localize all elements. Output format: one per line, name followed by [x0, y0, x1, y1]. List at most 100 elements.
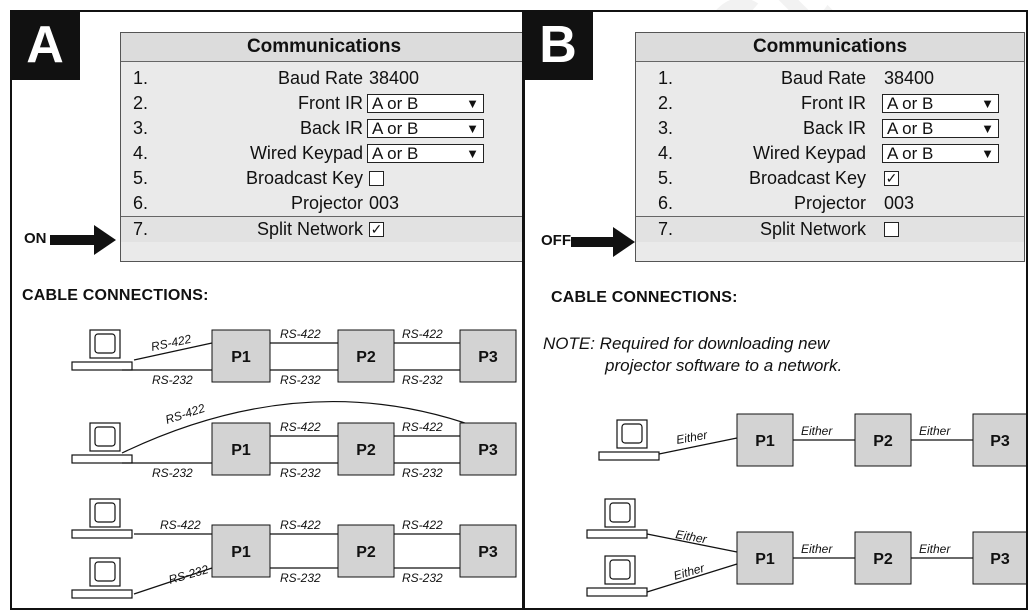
dropdown-value: A or B [372, 94, 419, 113]
baud-rate-value: 38400 [884, 68, 935, 88]
menu-row-split-network[interactable]: 7. Split Network ✓ [121, 216, 522, 242]
projector-label: P2 [356, 442, 376, 459]
menu-row-wired-keypad[interactable]: 4. Wired Keypad A or B ▼ [636, 141, 1024, 166]
row-label: Front IR [297, 93, 363, 113]
dropdown-value: A or B [372, 119, 419, 138]
wired-keypad-dropdown[interactable]: A or B▼ [367, 144, 484, 163]
cable-label: RS-422 [150, 332, 193, 354]
cable-label: RS-232 [402, 466, 443, 480]
row-number: 3. [133, 118, 149, 138]
cable-label: Either [801, 424, 833, 438]
cable-label: RS-422 [280, 420, 321, 434]
row-number: 2. [133, 93, 149, 113]
projector-box [736, 531, 794, 585]
row-label: Wired Keypad [249, 143, 363, 163]
projector-label: P1 [755, 551, 775, 568]
split-network-checkbox[interactable]: ✓ [369, 221, 384, 237]
projector-value: 003 [884, 193, 915, 213]
menu-row-back-ir[interactable]: 3. Back IR A or B▼ [121, 116, 522, 141]
projector-box [972, 531, 1026, 585]
dropdown-value: A or B [887, 144, 934, 163]
projector-label: P1 [231, 349, 251, 366]
menu-row-split-network[interactable]: 7. Split Network [636, 216, 1024, 242]
menu-row-projector[interactable]: 6. Projector 003 [121, 191, 522, 216]
row-label: Split Network [256, 219, 363, 239]
on-label: ON [24, 230, 47, 247]
note-line-2: projector software to a network. [605, 356, 843, 375]
cable-label: RS-232 [167, 562, 210, 587]
projector-box [211, 329, 271, 383]
projector-box [337, 329, 395, 383]
cable-label: Either [672, 561, 707, 583]
projector-label: P2 [873, 551, 893, 568]
panel-a-badge: A [12, 12, 80, 80]
projector-label: P3 [990, 551, 1010, 568]
cable-diagram-a: P1 P2 P3 P1 P2 P3 P1 P2 P3 RS-422 RS-232… [71, 327, 517, 599]
note-line-1: NOTE: Required for downloading new [543, 334, 830, 353]
row-number: 3. [658, 118, 674, 138]
row-number: 4. [133, 143, 149, 163]
broadcast-key-checkbox[interactable] [369, 171, 384, 186]
dropdown-arrow-icon: ▼ [981, 96, 994, 111]
dropdown-arrow-icon: ▼ [466, 96, 479, 111]
back-ir-dropdown[interactable]: A or B ▼ [367, 119, 484, 138]
cable-label: RS-422 [280, 518, 321, 532]
row-number: 6. [658, 193, 674, 213]
dropdown-value: A or B [887, 119, 934, 138]
dropdown-arrow-icon: ▼ [466, 121, 479, 136]
cable-label: RS-232 [402, 373, 443, 387]
row-number: 2. [658, 93, 674, 113]
communications-menu-b: Communications 1. Baud Rate 38400 2. Fro… [635, 32, 1025, 262]
back-ir-dropdown[interactable]: A or B▼ [882, 119, 999, 138]
row-number: 6. [133, 193, 149, 213]
projector-box [337, 524, 395, 578]
front-ir-dropdown[interactable]: A or B ▼ [367, 94, 484, 113]
menu-row-back-ir[interactable]: 3. Back IR A or B▼ [636, 116, 1024, 141]
cable-label: Either [919, 542, 951, 556]
menu-row-broadcast-key[interactable]: 5. Broadcast Key [121, 166, 522, 191]
projector-label: P2 [356, 349, 376, 366]
row-label: Wired Keypad [752, 143, 866, 163]
cable-label: RS-232 [152, 466, 193, 480]
row-label: Baud Rate [780, 68, 866, 88]
projector-value: 003 [369, 193, 400, 213]
row-number: 4. [658, 143, 674, 163]
row-number: 1. [133, 68, 149, 88]
panel-b: B Communications 1. Baud Rate 38400 2. F… [523, 10, 1028, 610]
cable-label: RS-422 [402, 327, 443, 341]
menu-row-wired-keypad[interactable]: 4. Wired Keypad A or B▼ [121, 141, 522, 166]
cable-label: RS-232 [280, 571, 321, 585]
menu-row-broadcast-key[interactable]: 5. Broadcast Key ✓ [636, 166, 1024, 191]
menu-row-baud-rate[interactable]: 1. Baud Rate 38400 [121, 66, 522, 91]
cable-diagram-b: P1 P2 P3 P1 P2 P3 Either Either Either E… [586, 413, 1026, 597]
cable-label: Either [919, 424, 951, 438]
projector-label: P2 [356, 544, 376, 561]
projector-box [459, 422, 517, 476]
row-label: Projector [290, 193, 363, 213]
wired-keypad-dropdown[interactable]: A or B ▼ [882, 144, 999, 163]
cable-label: RS-422 [164, 401, 207, 427]
cable-label: Either [801, 542, 833, 556]
row-number: 5. [133, 168, 149, 188]
menu-title: Communications [636, 33, 1024, 62]
menu-row-projector[interactable]: 6. Projector 003 [636, 191, 1024, 216]
front-ir-dropdown[interactable]: A or B▼ [882, 94, 999, 113]
projector-label: P1 [231, 442, 251, 459]
row-number: 1. [658, 68, 674, 88]
projector-label: P1 [231, 544, 251, 561]
projector-box [337, 422, 395, 476]
menu-row-baud-rate[interactable]: 1. Baud Rate 38400 [636, 66, 1024, 91]
menu-row-front-ir[interactable]: 2. Front IR A or B ▼ [121, 91, 522, 116]
baud-rate-value: 38400 [369, 68, 420, 88]
broadcast-key-checkbox[interactable]: ✓ [884, 170, 899, 186]
projector-box [972, 413, 1026, 467]
row-label: Projector [793, 193, 866, 213]
dropdown-arrow-icon: ▼ [981, 146, 994, 161]
menu-row-front-ir[interactable]: 2. Front IR A or B▼ [636, 91, 1024, 116]
panel-b-badge: B [525, 12, 593, 80]
cable-label: RS-232 [402, 571, 443, 585]
row-number: 7. [658, 219, 674, 239]
split-network-checkbox[interactable] [884, 222, 899, 237]
panel-a: A Communications 1. Baud Rate 38400 2. F… [10, 10, 524, 610]
cable-label: RS-232 [280, 466, 321, 480]
